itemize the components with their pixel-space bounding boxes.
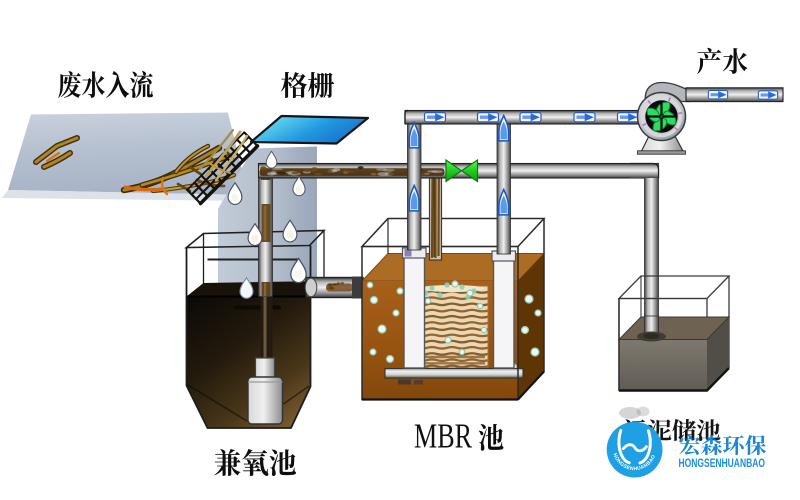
- svg-text:HONGSENHUANBAO: HONGSENHUANBAO: [679, 456, 766, 470]
- svg-text:MBR: MBR: [414, 417, 472, 456]
